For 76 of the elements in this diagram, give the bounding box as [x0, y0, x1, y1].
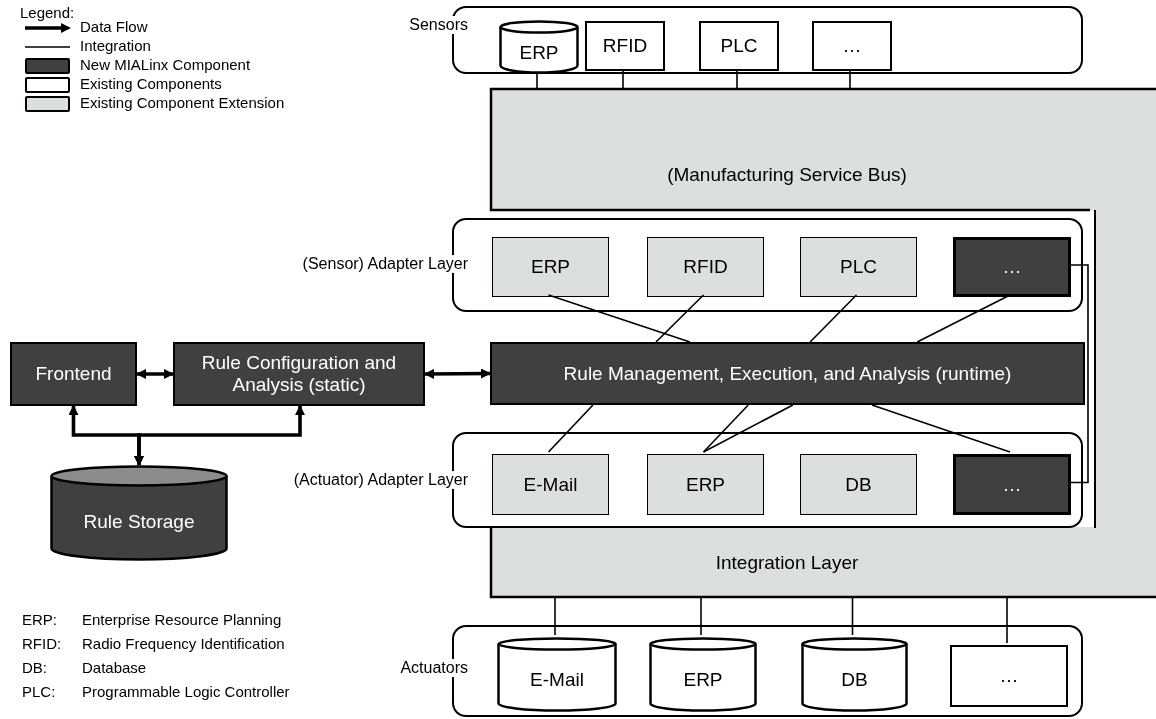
component-box — [492, 454, 609, 515]
component-label: PLC — [720, 35, 758, 57]
component-label: ERP — [519, 41, 559, 64]
abbreviation-term: RFID: — [22, 635, 62, 652]
component-label: E-Mail — [530, 669, 584, 691]
abbreviation-definition: Programmable Logic Controller — [82, 683, 290, 700]
abbreviation-definition: Radio Frequency Identification — [82, 635, 285, 652]
component-label: ERP — [685, 473, 726, 496]
component-label: DB — [841, 669, 868, 691]
component-box — [812, 21, 892, 71]
legend-label: Data Flow — [80, 18, 148, 35]
legend-label: New MIALinx Component — [80, 56, 251, 73]
component-box — [10, 342, 137, 406]
connector-line — [736, 68, 738, 89]
layer-label: (Actuator) Adapter Layer — [291, 471, 470, 489]
service-bus-band — [490, 527, 1156, 598]
component-label: RFID — [683, 256, 728, 278]
connector-line — [1068, 264, 1089, 484]
component-box — [800, 454, 917, 515]
bus-label: (Manufacturing Service Bus) — [667, 164, 907, 186]
connector-line — [655, 294, 705, 343]
component-box — [173, 342, 425, 406]
component-label: Frontend — [35, 363, 112, 385]
arrow — [134, 405, 305, 466]
connector-line — [916, 294, 1011, 343]
connector-line — [622, 68, 624, 89]
arrow — [136, 369, 174, 379]
component-label: Rule Management, Execution, and Analysis (runtime) — [563, 362, 1012, 385]
component-label: … — [842, 35, 862, 57]
connector-line — [849, 68, 851, 89]
component-label: ERP — [683, 669, 723, 691]
connector-line — [1006, 597, 1008, 644]
abbreviation-term: DB: — [22, 659, 47, 676]
component-label: E-Mail — [523, 473, 578, 496]
component-label: … — [999, 665, 1019, 687]
connector-line — [700, 597, 702, 636]
component-box — [647, 454, 764, 515]
legend-label: Existing Components — [80, 75, 222, 92]
component-label: ERP — [530, 256, 571, 278]
layer-label: Actuators — [398, 659, 470, 677]
connector-line — [871, 404, 1011, 453]
connector-line — [547, 404, 594, 453]
abbreviation-definition: Database — [82, 659, 147, 676]
component-box — [800, 237, 917, 297]
component-box — [953, 237, 1071, 297]
bus-label: Integration Layer — [715, 552, 859, 574]
component-label: PLC — [840, 256, 877, 278]
connector-line — [554, 597, 556, 636]
component-label: Rule Configuration and Analysis (static) — [200, 352, 398, 396]
legend-label: Existing Component Extension — [80, 94, 285, 111]
component-box — [953, 454, 1071, 515]
component-label: Rule Storage — [83, 510, 195, 533]
abbreviation-definition: Enterprise Resource Planning — [82, 611, 282, 628]
component-box — [647, 237, 764, 297]
service-bus-band — [490, 88, 1156, 211]
component-box — [490, 342, 1085, 405]
legend-title: Legend: — [20, 4, 75, 21]
abbreviation-term: ERP: — [22, 611, 57, 628]
connector-line — [809, 294, 858, 343]
connector-line — [536, 71, 538, 89]
arrow — [424, 368, 491, 379]
layer-label: Sensors — [407, 16, 470, 34]
component-box — [950, 645, 1068, 707]
component-box — [492, 237, 609, 297]
legend-label: Integration — [80, 37, 151, 54]
component-label: DB — [845, 473, 872, 496]
connector-line — [702, 404, 794, 453]
layer-label: (Sensor) Adapter Layer — [300, 255, 470, 273]
component-box — [699, 21, 779, 71]
connector-line — [702, 404, 750, 453]
component-box — [585, 21, 665, 71]
component-label: RFID — [602, 35, 648, 57]
connector-line — [851, 597, 854, 636]
abbreviation-term: PLC: — [22, 683, 56, 700]
component-label: … — [1002, 256, 1022, 278]
component-label: … — [1002, 473, 1022, 496]
